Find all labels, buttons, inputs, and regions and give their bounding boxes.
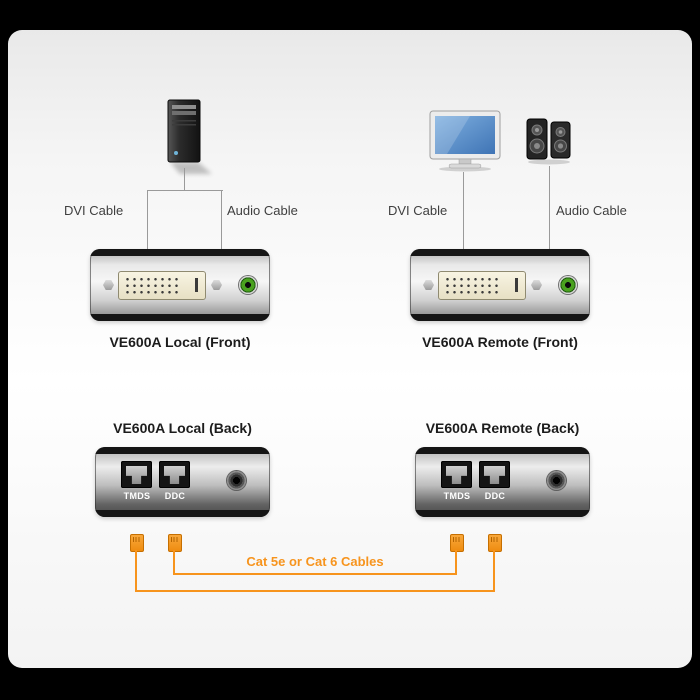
screw-nut-icon [531,280,542,290]
rj45-port-icon [121,461,152,488]
dvi-pins [444,276,500,295]
rj45-port-icon [479,461,510,488]
left-branch-line [147,190,223,191]
rj45-opening [484,466,505,484]
cat-cable-inner-right [455,550,457,575]
remote-front-unit [410,249,590,321]
left-audio-cable-label: Audio Cable [227,203,298,218]
dvi-blade [195,278,198,292]
dvi-connector-icon [118,271,206,300]
tower-cable-stub-line [184,168,185,190]
local-front-caption: VE600A Local (Front) [109,334,251,350]
rj45-port-icon [441,461,472,488]
cat-cable-outer-right [493,550,495,592]
tmds-port-label: TMDS [443,491,471,501]
screw-nut-icon [211,280,222,290]
left-dvi-cable-line [147,190,148,250]
right-dvi-cable-line [463,172,464,250]
computer-tower-icon [150,98,220,178]
left-audio-cable-line [221,190,222,250]
rj45-opening [126,466,147,484]
audio-jack-icon [559,276,577,294]
dvi-connector-icon [438,271,526,300]
right-audio-cable-label: Audio Cable [556,203,627,218]
right-audio-cable-line [549,166,550,250]
rj45-plug-icon [130,534,144,552]
cat-cable-label: Cat 5e or Cat 6 Cables [246,554,384,569]
right-dvi-cable-label: DVI Cable [388,203,448,218]
cat-cable-outer-left [135,550,137,592]
tmds-port-label: TMDS [123,491,151,501]
power-jack-icon [547,471,566,490]
screw-nut-icon [103,280,114,290]
local-back-caption: VE600A Local (Back) [113,420,252,436]
ddc-port-label: DDC [164,491,186,501]
remote-front-caption: VE600A Remote (Front) [422,334,578,350]
rj45-plug-icon [168,534,182,552]
monitor-icon [428,110,502,172]
cat-cable-outer-run [135,590,495,592]
cat-cable-inner-run [173,573,457,575]
speakers-icon [524,116,576,166]
power-jack-icon [227,471,246,490]
rj45-plug-icon [450,534,464,552]
left-dvi-cable-label: DVI Cable [64,203,124,218]
rj45-plug-icon [488,534,502,552]
rj45-opening [164,466,185,484]
rj45-opening [446,466,467,484]
local-front-unit [90,249,270,321]
remote-back-caption: VE600A Remote (Back) [425,420,580,436]
ddc-port-label: DDC [484,491,506,501]
audio-jack-icon [239,276,257,294]
rj45-port-icon [159,461,190,488]
local-back-unit: TMDS DDC [95,447,270,517]
dvi-pins [124,276,180,295]
diagram-background-panel [8,30,692,668]
remote-back-unit: TMDS DDC [415,447,590,517]
cat-cable-inner-left [173,550,175,575]
screw-nut-icon [423,280,434,290]
dvi-blade [515,278,518,292]
